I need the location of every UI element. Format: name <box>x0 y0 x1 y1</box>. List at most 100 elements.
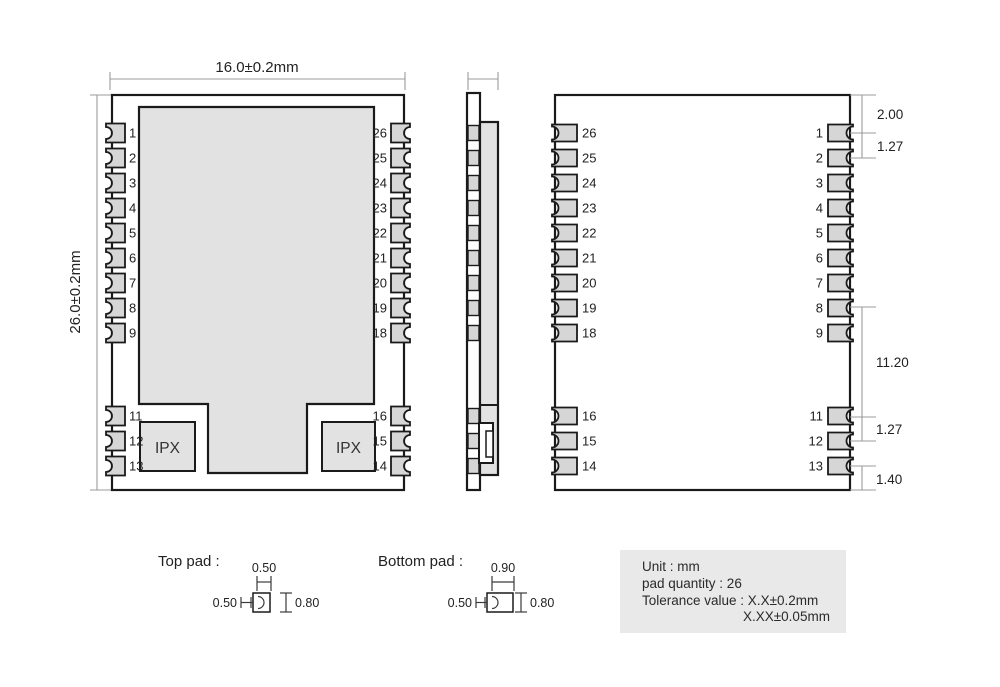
pin-number-label: 19 <box>582 301 596 316</box>
top-pad-length-label: 0.80 <box>295 596 319 610</box>
pin-pad <box>827 173 854 193</box>
pin-number-label: 5 <box>816 226 823 241</box>
ipx-connector-right <box>321 421 376 472</box>
pin-pad <box>105 405 126 427</box>
side-pad <box>467 299 480 317</box>
pin-number-label: 14 <box>582 459 596 474</box>
pin-pad <box>390 247 411 269</box>
width-dimension-label: 16.0±0.2mm <box>215 59 298 76</box>
pin-number-label: 1 <box>129 126 136 141</box>
pin-number-label: 8 <box>816 301 823 316</box>
pin-pad <box>827 198 854 218</box>
pin-pad <box>827 323 854 343</box>
pin-pad <box>105 172 126 194</box>
pin-pad <box>551 223 578 243</box>
pin-pad <box>105 322 126 344</box>
pin-number-label: 26 <box>373 126 387 141</box>
pin-number-label: 3 <box>816 176 823 191</box>
side-pad <box>467 274 480 292</box>
pin-number-label: 13 <box>129 459 143 474</box>
pin-pad <box>105 222 126 244</box>
pin-number-label: 26 <box>582 126 596 141</box>
dim-bottom-offset: 1.40 <box>876 472 902 487</box>
pin-pad <box>105 272 126 294</box>
pin-number-label: 5 <box>129 226 136 241</box>
pin-pad <box>105 147 126 169</box>
pin-number-label: 21 <box>373 251 387 266</box>
side-view <box>465 72 500 492</box>
pin-pad <box>827 431 854 451</box>
pin-number-label: 22 <box>582 226 596 241</box>
pin-number-label: 3 <box>129 176 136 191</box>
pin-pad <box>105 122 126 144</box>
pin-number-label: 15 <box>582 434 596 449</box>
bottom-pad-glyph <box>486 592 514 613</box>
pin-number-label: 16 <box>373 409 387 424</box>
pin-number-label: 4 <box>816 201 823 216</box>
ipx-label: IPX <box>336 440 362 457</box>
pin-number-label: 13 <box>809 459 823 474</box>
top-pad-detail: Top pad : 0.50 0.50 0.80 <box>158 553 319 613</box>
pin-pad <box>551 406 578 426</box>
side-pad <box>467 224 480 242</box>
side-pad <box>467 457 480 475</box>
pin-pad <box>827 248 854 268</box>
side-pad <box>467 407 480 425</box>
pin-pad <box>551 173 578 193</box>
pin-pad <box>390 172 411 194</box>
pin-pad <box>551 148 578 168</box>
pin-pad <box>105 197 126 219</box>
side-view-pads <box>467 124 480 475</box>
pin-number-label: 23 <box>373 201 387 216</box>
pin-pad <box>390 122 411 144</box>
pin-number-label: 16 <box>582 409 596 424</box>
pin-number-label: 9 <box>129 326 136 341</box>
pin-number-label: 7 <box>816 276 823 291</box>
pin-number-label: 1 <box>816 126 823 141</box>
info-tolerance-1: Tolerance value : X.X±0.2mm <box>642 593 818 608</box>
pin-pad <box>827 298 854 318</box>
pin-number-label: 8 <box>129 301 136 316</box>
bottom-pad-notch-arc <box>491 595 499 610</box>
pin-number-label: 2 <box>129 151 136 166</box>
top-pad-glyph <box>252 592 271 613</box>
info-box-background <box>620 550 846 633</box>
dim-top-offset: 2.00 <box>877 107 903 122</box>
pin-pad <box>105 455 126 477</box>
dim-pitch-top: 1.27 <box>877 139 903 154</box>
pin-number-label: 9 <box>816 326 823 341</box>
pin-number-label: 25 <box>582 151 596 166</box>
pin-pad <box>390 430 411 452</box>
side-pad <box>467 249 480 267</box>
side-pad <box>467 174 480 192</box>
pin-number-label: 18 <box>373 326 387 341</box>
pin-number-label: 22 <box>373 226 387 241</box>
top-pad-notch-arc <box>257 595 265 610</box>
bottom-pad-section-label: Bottom pad : <box>378 553 463 570</box>
bottom-pad-length-label: 0.80 <box>530 596 554 610</box>
pin-pad <box>390 197 411 219</box>
pin-number-label: 23 <box>582 201 596 216</box>
side-pad <box>467 149 480 167</box>
pin-pad <box>551 456 578 476</box>
info-box: Unit : mm pad quantity : 26 Tolerance va… <box>620 550 846 633</box>
bottom-pad-detail: Bottom pad : 0.90 0.50 0.80 <box>378 553 554 613</box>
side-pad <box>467 432 480 450</box>
pin-pad <box>827 456 854 476</box>
pin-pad <box>105 297 126 319</box>
info-pad-quantity: pad quantity : 26 <box>642 576 742 591</box>
pin-number-label: 6 <box>816 251 823 266</box>
top-pad-notch-width-label: 0.50 <box>252 561 276 575</box>
top-view: 16.0±0.2mm 26.0±0.2mm IPX IPX 1234567891… <box>67 59 411 492</box>
pin-number-label: 4 <box>129 201 136 216</box>
pin-pad <box>551 198 578 218</box>
top-pad-height-label: 0.50 <box>213 596 237 610</box>
pin-pad <box>105 430 126 452</box>
pin-pad <box>390 272 411 294</box>
pin-number-label: 11 <box>129 409 143 424</box>
pin-pad <box>390 222 411 244</box>
